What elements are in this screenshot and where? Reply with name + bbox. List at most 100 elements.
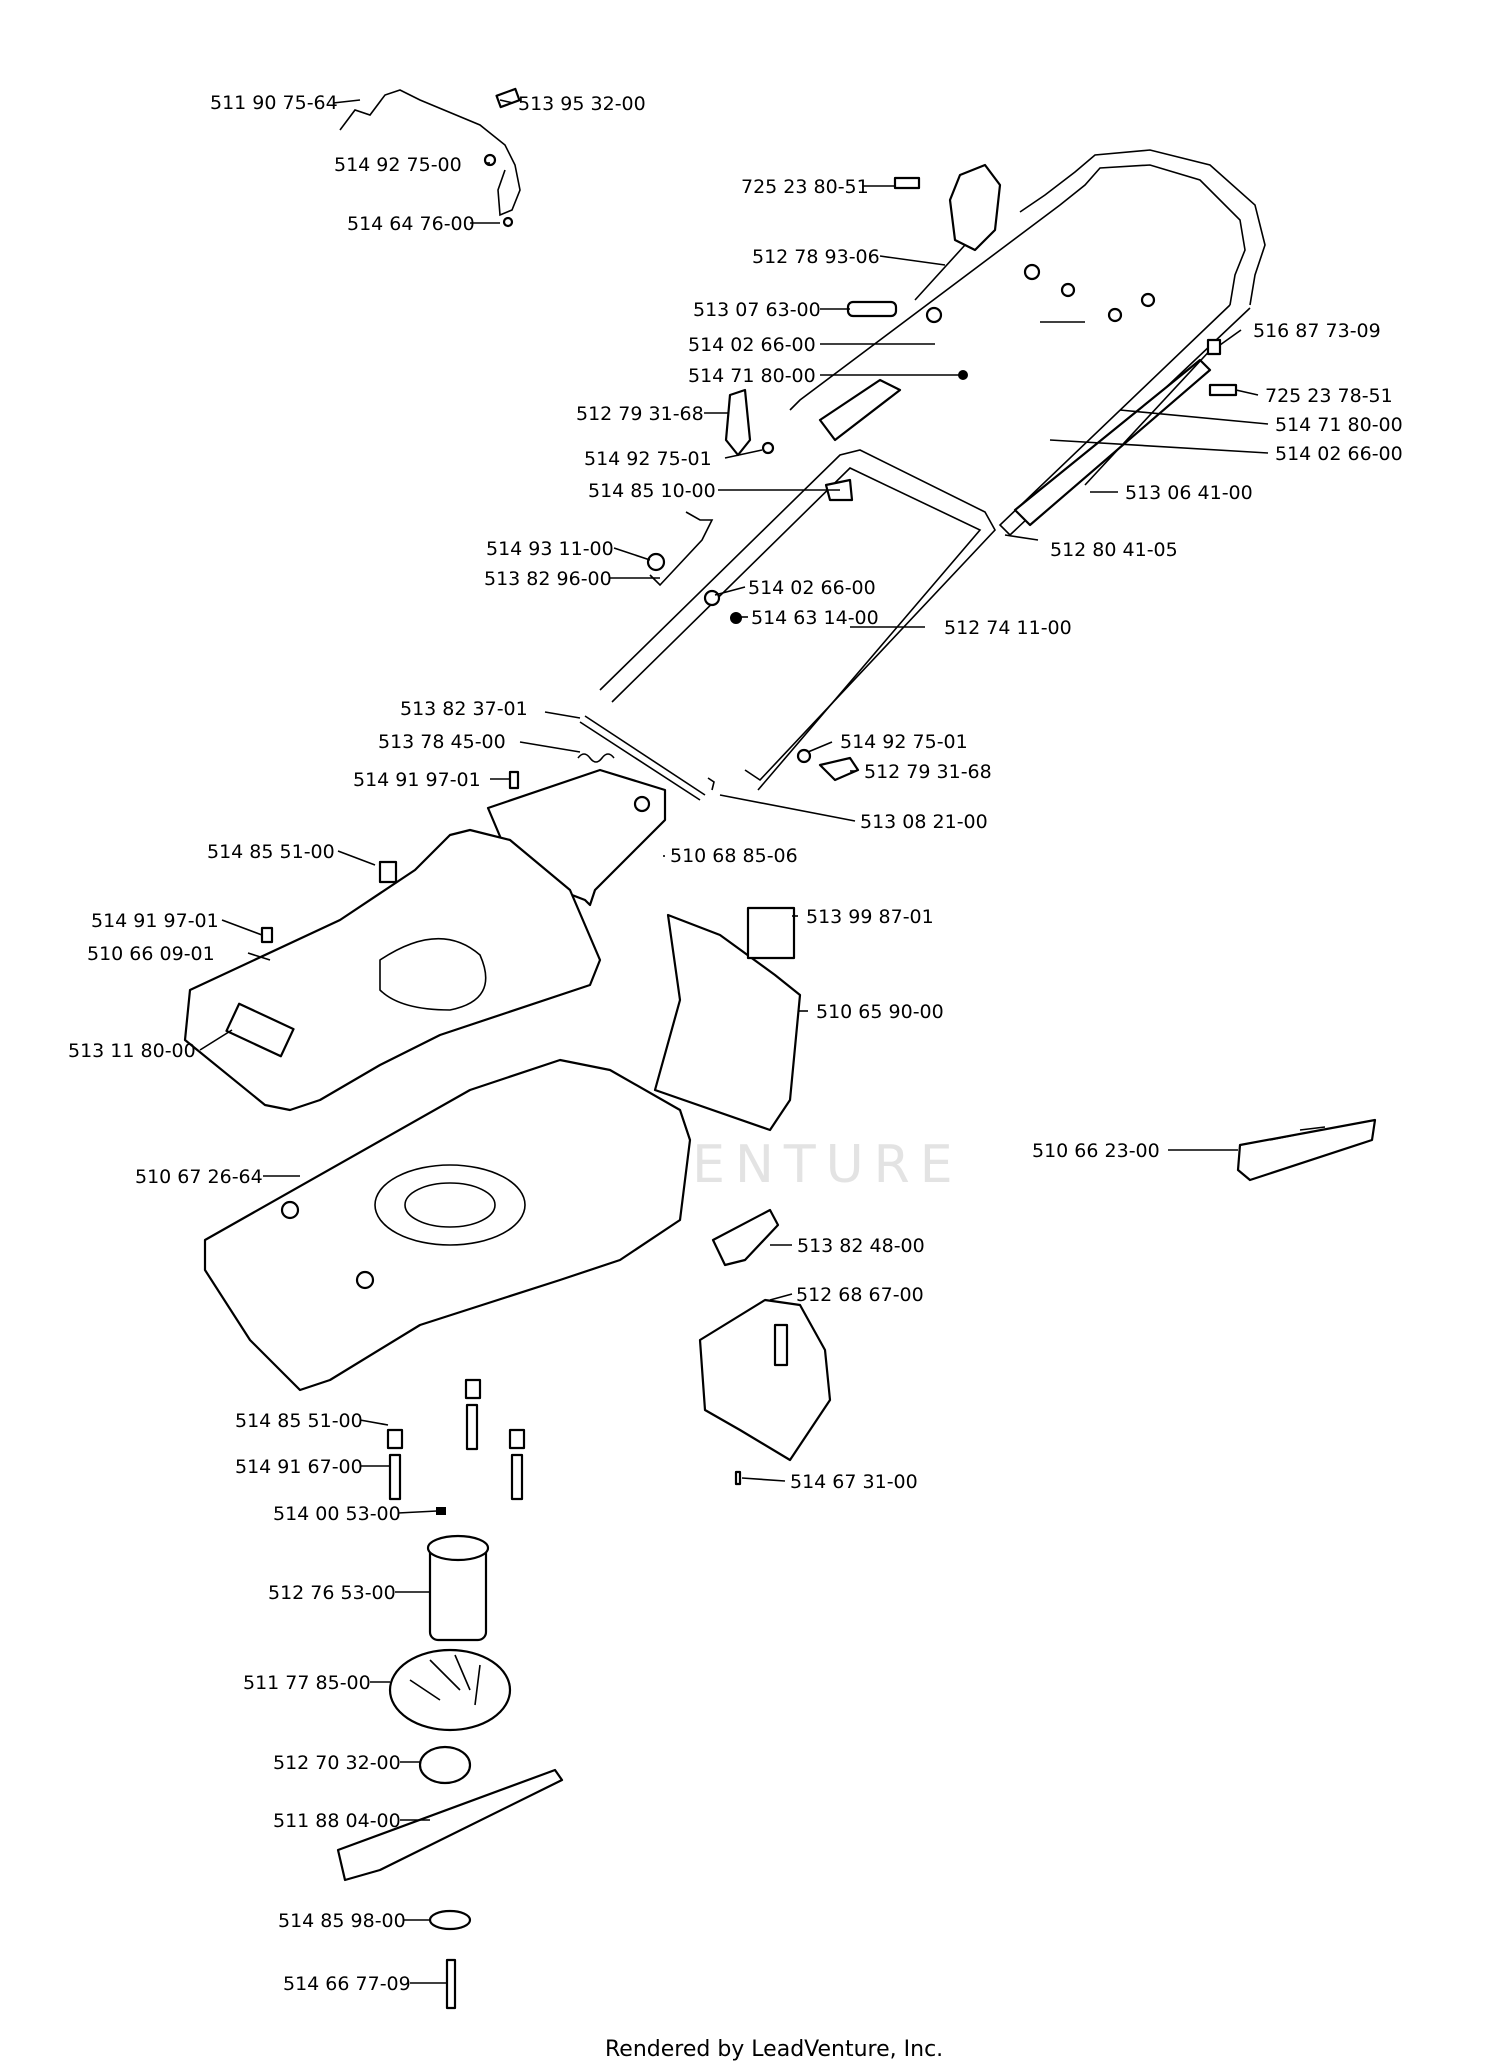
washer-low [796,748,812,764]
cover-opening [379,937,487,1011]
nut-3 [1060,282,1076,298]
footer-credit: Rendered by LeadVenture, Inc. [605,2037,943,2062]
part-label: 514 85 51-00 [235,1410,363,1432]
part-label: 514 85 98-00 [278,1910,406,1932]
height-adjust-lever [649,511,714,587]
part-label: 516 87 73-09 [1253,320,1381,342]
part-label: 512 74 11-00 [944,617,1072,639]
upper-handle [789,164,1246,411]
part-label: 514 02 66-00 [688,334,816,356]
blade [336,1768,564,1882]
part-label: 510 66 23-00 [1032,1140,1160,1162]
bolt-c [510,1453,524,1501]
grass-bag-clip [1236,1118,1377,1182]
screw-small-a [508,770,520,790]
hub-top [426,1534,490,1562]
part-label: 513 99 87-01 [806,906,934,928]
part-label: 510 67 26-64 [135,1166,263,1188]
fan-vanes [409,1654,481,1706]
screw-top [893,176,921,190]
part-label: 513 95 32-00 [518,93,646,115]
part-label: 514 67 31-00 [790,1471,918,1493]
part-label: 512 76 53-00 [268,1582,396,1604]
washer-1 [1023,263,1041,281]
part-label: 512 80 41-05 [1050,539,1178,561]
part-label: 513 82 48-00 [797,1235,925,1257]
part-label: 513 78 45-00 [378,731,506,753]
part-label: 514 85 10-00 [588,480,716,502]
part-label: 513 82 96-00 [484,568,612,590]
blade-bolt [445,1958,457,2010]
part-label: 725 23 80-51 [741,176,869,198]
part-label: 512 68 67-00 [796,1284,924,1306]
nut-2 [958,370,968,380]
mower-deck [203,1058,692,1392]
part-label: 514 91 97-01 [353,769,481,791]
side-guard [653,913,802,1132]
upper-handle-inner [1019,149,1266,306]
part-label: 514 71 80-00 [688,365,816,387]
part-label: 511 90 75-64 [210,92,338,114]
part-label: 512 78 93-06 [752,246,880,268]
part-label: 513 07 63-00 [693,299,821,321]
part-label: 514 91 97-01 [91,910,219,932]
cap-b [464,1378,482,1400]
bolt-b [465,1403,479,1451]
blade-adapter [418,1745,472,1785]
screw-small-b [260,926,274,944]
grass-bag-detail [1269,1126,1326,1141]
part-label: 512 79 31-68 [864,761,992,783]
part-label: 511 77 85-00 [243,1672,371,1694]
part-label: 514 92 75-01 [584,448,712,470]
screw-flap [734,1470,742,1486]
part-label: 513 82 37-01 [400,698,528,720]
part-label: 514 91 67-00 [235,1456,363,1478]
part-label: 513 06 41-00 [1125,482,1253,504]
part-label: 510 66 09-01 [87,943,215,965]
lower-handle [599,449,996,782]
part-label: 514 63 14-00 [751,607,879,629]
screw-right [1208,383,1238,397]
cable-clip [495,87,521,109]
part-labels: 511 90 75-64 513 95 32-00 514 92 75-00 5… [68,92,1403,1995]
part-label: 725 23 78-51 [1265,385,1393,407]
part-label: 510 68 85-06 [670,845,798,867]
adjuster-screw [646,552,666,572]
flap-slot [773,1323,789,1367]
deck-post-a [280,1200,300,1220]
side-bracket [711,1208,780,1267]
part-drawings [183,87,1377,2010]
throttle-cable [914,244,966,301]
washer-left [761,441,775,455]
rod-right [1084,344,1216,486]
lower-handle-inner [611,467,982,791]
fan [388,1648,512,1732]
decal [225,1002,295,1058]
washer-blade [428,1909,472,1931]
cap-a [386,1428,404,1450]
part-label: 514 02 66-00 [748,577,876,599]
leader-lines [199,99,1269,1984]
part-label: 514 92 75-01 [840,731,968,753]
axle-rod-2 [584,715,706,796]
bolt-a [388,1453,402,1501]
nut-small [502,216,514,228]
part-label: 512 70 32-00 [273,1752,401,1774]
handle-plate-right [1013,358,1212,527]
cable-anchor [1206,338,1222,356]
clip-axle [707,777,715,791]
cap-c [508,1428,526,1450]
axle-rod [579,721,701,801]
handle-plate-left [818,378,902,442]
motor-mount-inner [404,1182,496,1228]
rear-flap [698,1298,832,1462]
cable-bracket [339,89,521,217]
part-label: 514 71 80-00 [1275,414,1403,436]
decal-side [746,906,796,960]
plate-knob [633,795,651,813]
washer-mid [703,589,721,607]
nut-4 [1107,307,1123,323]
knob-cap [378,860,398,884]
part-label: 514 92 75-00 [334,154,462,176]
